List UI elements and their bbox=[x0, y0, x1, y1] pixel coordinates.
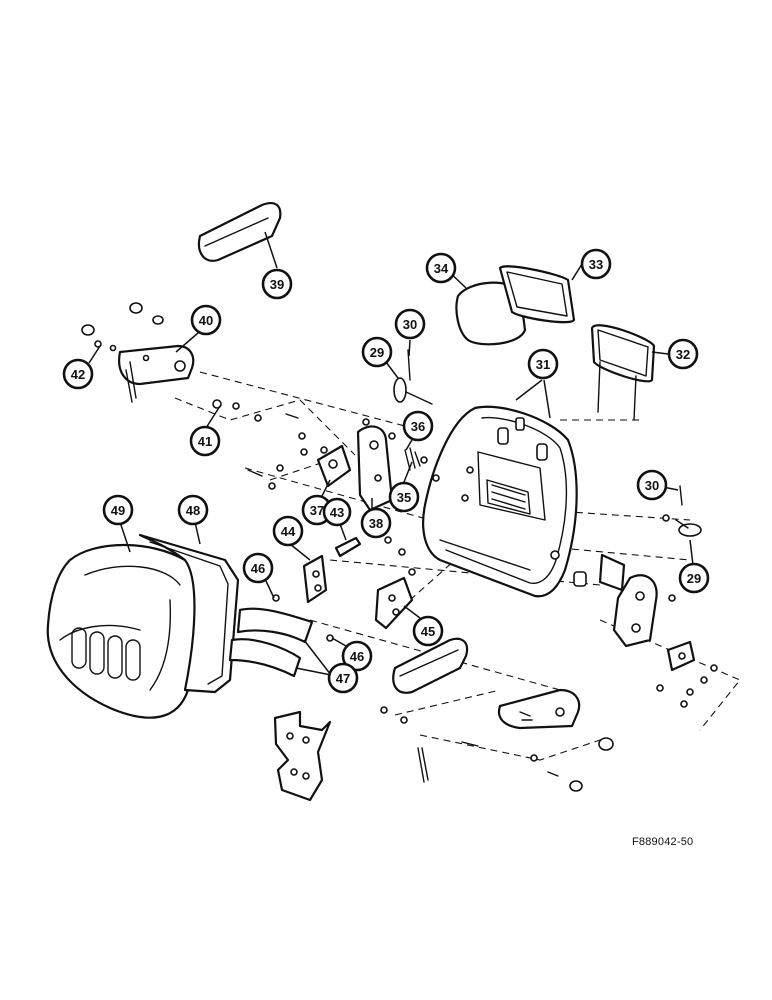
figure-id-label: F889042-50 bbox=[632, 836, 694, 848]
lower-recliner-bracket-part bbox=[417, 688, 581, 783]
right-mechanism-part bbox=[573, 553, 696, 672]
svg-text:46: 46 bbox=[251, 561, 265, 576]
svg-text:35: 35 bbox=[397, 490, 411, 505]
svg-text:38: 38 bbox=[369, 516, 383, 531]
svg-text:34: 34 bbox=[434, 261, 449, 276]
svg-text:49: 49 bbox=[111, 503, 125, 518]
callout-35: 35 bbox=[388, 481, 420, 513]
cushion-frame-part bbox=[138, 533, 240, 694]
svg-text:47: 47 bbox=[336, 671, 350, 686]
svg-text:48: 48 bbox=[186, 503, 200, 518]
callout-33: 33 bbox=[580, 248, 612, 280]
svg-text:30: 30 bbox=[403, 317, 417, 332]
svg-text:44: 44 bbox=[281, 524, 296, 539]
callout-46-right: 46 bbox=[341, 640, 373, 672]
callout-38: 38 bbox=[360, 507, 392, 539]
svg-text:40: 40 bbox=[199, 313, 213, 328]
callout-45: 45 bbox=[412, 615, 444, 647]
callout-41: 41 bbox=[189, 425, 221, 457]
svg-text:43: 43 bbox=[330, 505, 344, 520]
callout-31: 31 bbox=[527, 348, 559, 380]
armrest-lower-part bbox=[392, 637, 469, 694]
recliner-bracket-part bbox=[118, 344, 195, 403]
callout-43: 43 bbox=[322, 497, 352, 527]
seat-cushion-part bbox=[46, 543, 200, 719]
base-plate-part bbox=[273, 710, 332, 802]
callout-46-left: 46 bbox=[242, 552, 274, 584]
svg-text:37: 37 bbox=[310, 503, 324, 518]
callout-34: 34 bbox=[425, 252, 457, 284]
callout-44: 44 bbox=[272, 515, 304, 547]
slide-bracket-part bbox=[302, 536, 414, 630]
leader-lines bbox=[88, 231, 694, 676]
callout-48: 48 bbox=[177, 494, 209, 526]
callout-30-top: 30 bbox=[394, 308, 426, 340]
callout-47: 47 bbox=[327, 662, 359, 694]
svg-text:29: 29 bbox=[370, 345, 384, 360]
cushion-strap-part bbox=[228, 607, 314, 678]
callout-39: 39 bbox=[261, 268, 293, 300]
callout-36: 36 bbox=[402, 410, 434, 442]
svg-text:41: 41 bbox=[198, 434, 212, 449]
svg-text:30: 30 bbox=[645, 478, 659, 493]
svg-text:29: 29 bbox=[687, 571, 701, 586]
seat-back-frame-part bbox=[422, 405, 578, 598]
svg-text:45: 45 bbox=[421, 624, 435, 639]
callout-29-right: 29 bbox=[678, 562, 710, 594]
knob-hardware-part bbox=[393, 349, 702, 537]
pivot-plate-part bbox=[316, 425, 421, 512]
callout-32: 32 bbox=[667, 338, 699, 370]
svg-text:32: 32 bbox=[676, 347, 690, 362]
svg-text:33: 33 bbox=[589, 257, 603, 272]
callout-40: 40 bbox=[190, 304, 222, 336]
callout-30-right: 30 bbox=[636, 469, 668, 501]
fastener-hardware-part bbox=[81, 302, 718, 792]
callout-29-top: 29 bbox=[361, 336, 393, 368]
svg-text:36: 36 bbox=[411, 419, 425, 434]
armrest-top-part bbox=[197, 202, 282, 262]
svg-text:46: 46 bbox=[350, 649, 364, 664]
callout-49: 49 bbox=[102, 494, 134, 526]
headrest-frame-part bbox=[498, 265, 576, 324]
callout-42: 42 bbox=[62, 358, 94, 390]
headrest-bracket-part bbox=[590, 324, 656, 421]
svg-text:39: 39 bbox=[270, 277, 284, 292]
svg-text:42: 42 bbox=[71, 367, 85, 382]
svg-text:31: 31 bbox=[536, 357, 550, 372]
